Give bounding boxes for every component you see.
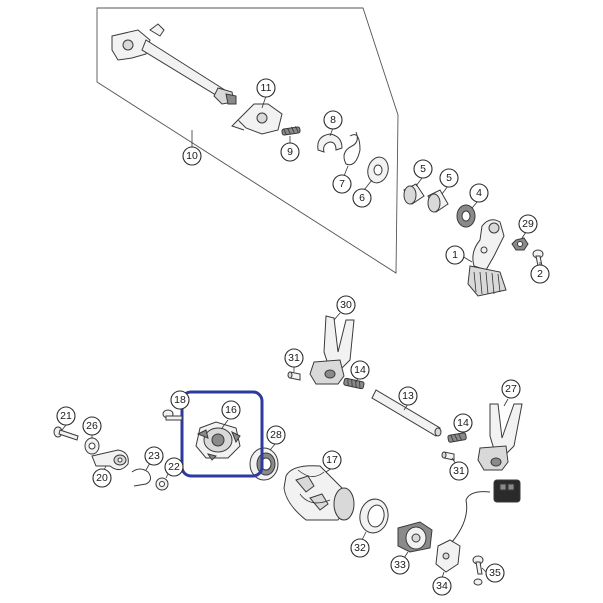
svg-text:5: 5	[420, 163, 426, 175]
callout-17: 17	[322, 450, 342, 470]
callout-27: 27	[501, 379, 521, 399]
svg-text:8: 8	[330, 114, 336, 126]
torsion-spring[interactable]	[343, 131, 361, 166]
svg-text:1: 1	[452, 249, 458, 261]
bushing-22[interactable]	[155, 477, 169, 491]
shift-drum-17[interactable]	[283, 465, 355, 521]
svg-text:16: 16	[225, 404, 237, 416]
svg-text:29: 29	[522, 218, 534, 230]
callout-8: 8	[323, 110, 343, 130]
small-spring[interactable]	[281, 126, 301, 136]
svg-text:23: 23	[148, 450, 160, 462]
shift-drum-locating-16[interactable]	[195, 421, 241, 461]
shift-shaft[interactable]	[111, 23, 237, 105]
guide-pin-31a[interactable]	[287, 371, 301, 381]
lock-nut-29[interactable]	[511, 237, 529, 251]
svg-text:35: 35	[489, 567, 501, 579]
svg-text:4: 4	[476, 187, 482, 199]
washer-26[interactable]	[84, 437, 100, 455]
svg-text:10: 10	[186, 150, 198, 162]
spring-14b[interactable]	[447, 432, 467, 443]
bushing-5a[interactable]	[403, 183, 425, 205]
callout-11: 11	[256, 78, 276, 98]
svg-text:17: 17	[326, 454, 338, 466]
callout-1: 1	[445, 245, 465, 265]
spring-14a[interactable]	[343, 377, 365, 390]
svg-text:11: 11	[261, 82, 272, 94]
shift-lever-plate[interactable]	[231, 103, 283, 135]
svg-text:21: 21	[60, 410, 72, 422]
shift-fork-30[interactable]	[309, 315, 355, 385]
screw-35b[interactable]	[473, 578, 483, 586]
screw-18[interactable]	[162, 409, 183, 421]
callout-22: 22	[164, 457, 184, 477]
callout-21: 21	[56, 406, 76, 426]
washer-6[interactable]	[365, 155, 391, 185]
guide-pin-31b[interactable]	[441, 451, 455, 461]
svg-text:2: 2	[537, 268, 543, 280]
callout-31b: 31	[449, 461, 469, 481]
callout-4: 4	[469, 183, 489, 203]
shift-sensor-housing-33[interactable]	[397, 521, 433, 553]
svg-text:27: 27	[505, 383, 517, 395]
callout-2: 2	[530, 264, 550, 284]
screw-21[interactable]	[53, 426, 79, 441]
callout-14b: 14	[453, 413, 473, 433]
callout-5b: 5	[439, 168, 459, 188]
callout-23: 23	[144, 446, 164, 466]
svg-text:7: 7	[339, 178, 345, 190]
gear-position-sensor-34[interactable]	[435, 479, 521, 573]
svg-text:6: 6	[359, 192, 365, 204]
svg-text:22: 22	[168, 461, 180, 473]
locking-lever-20[interactable]	[91, 449, 129, 470]
callout-13: 13	[398, 386, 418, 406]
svg-text:9: 9	[287, 146, 293, 158]
callout-35: 35	[485, 563, 505, 583]
bushing-32[interactable]	[357, 497, 390, 535]
svg-text:13: 13	[402, 390, 414, 402]
callout-32: 32	[350, 538, 370, 558]
callout-10: 10	[182, 146, 202, 166]
clip[interactable]	[317, 133, 343, 153]
svg-text:20: 20	[96, 472, 108, 484]
callout-6: 6	[352, 188, 372, 208]
shift-fork-27[interactable]	[477, 403, 523, 471]
callout-26: 26	[82, 416, 102, 436]
callout-30: 30	[336, 295, 356, 315]
svg-text:14: 14	[457, 417, 469, 429]
callout-9: 9	[280, 142, 300, 162]
callout-34: 34	[432, 576, 452, 596]
svg-text:31: 31	[288, 352, 300, 364]
callout-29: 29	[518, 214, 538, 234]
svg-text:28: 28	[270, 429, 282, 441]
callout-14a: 14	[350, 360, 370, 380]
screw-2[interactable]	[532, 249, 544, 267]
bushing-5b[interactable]	[427, 189, 449, 213]
svg-text:5: 5	[446, 172, 452, 184]
svg-text:33: 33	[394, 559, 406, 571]
shift-lever-pedal[interactable]	[467, 219, 507, 297]
callout-33: 33	[390, 555, 410, 575]
svg-text:31: 31	[453, 465, 465, 477]
callout-7: 7	[332, 174, 352, 194]
shift-rod-13[interactable]	[371, 389, 442, 437]
spring-23[interactable]	[131, 468, 152, 487]
oil-seal-4[interactable]	[456, 204, 476, 228]
screw-35[interactable]	[472, 555, 484, 575]
callout-31a: 31	[284, 348, 304, 368]
svg-text:34: 34	[436, 580, 448, 592]
svg-text:32: 32	[354, 542, 366, 554]
callout-16: 16	[221, 400, 241, 420]
callout-20: 20	[92, 468, 112, 488]
callout-5a: 5	[413, 159, 433, 179]
svg-text:18: 18	[174, 394, 186, 406]
svg-text:26: 26	[86, 420, 98, 432]
callout-18: 18	[170, 390, 190, 410]
svg-text:30: 30	[340, 299, 352, 311]
svg-text:14: 14	[354, 364, 366, 376]
callout-28: 28	[266, 425, 286, 445]
highlight-box	[180, 390, 264, 478]
shift-shaft-group-outline	[96, 7, 399, 274]
